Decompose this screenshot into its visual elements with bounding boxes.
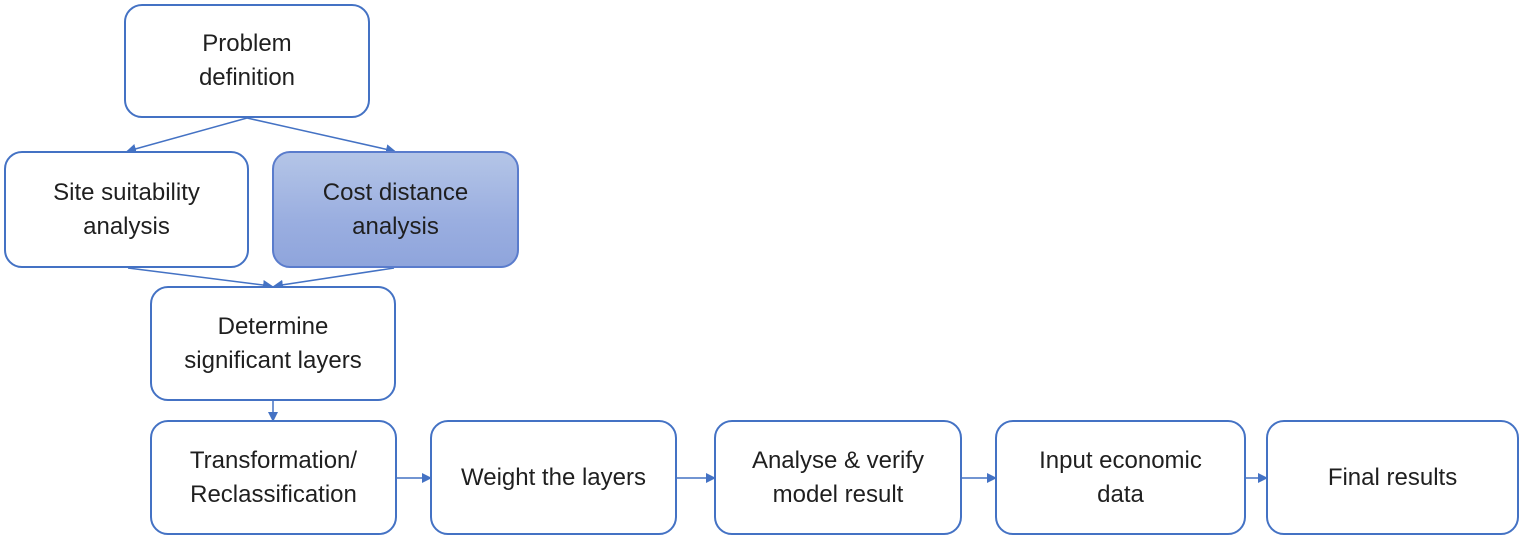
node-transformation: Transformation/ Reclassification [150,420,397,535]
node-input-economic: Input economic data [995,420,1246,535]
node-cost-distance-label: Cost distance analysis [322,178,469,240]
node-weight-layers-label: Weight the layers [461,463,646,491]
edge-problem-to-cost [246,117,396,155]
edge-site-to-determine [127,267,273,290]
node-determine-layers: Determine significant layers [150,286,396,401]
node-site-suitability-label: Site suitability analysis [53,178,200,240]
node-transformation-label: Transformation/ Reclassification [189,446,358,508]
node-problem-definition-label: Problem definition [198,30,296,91]
edge-cost-to-determine [273,267,395,290]
node-site-suitability: Site suitability analysis [4,151,249,268]
node-determine-layers-label: Determine significant layers [184,312,362,374]
edge-problem-to-site [126,117,248,154]
node-problem-definition: Problem definition [124,4,370,118]
node-final-results-label: Final results [1327,463,1458,491]
node-analyse-verify-label: Analyse & verify model result [751,446,925,508]
node-input-economic-label: Input economic data [1039,446,1202,508]
node-analyse-verify: Analyse & verify model result [714,420,962,535]
node-final-results: Final results [1266,420,1519,535]
node-cost-distance: Cost distance analysis [272,151,519,268]
node-weight-layers: Weight the layers [430,420,677,535]
